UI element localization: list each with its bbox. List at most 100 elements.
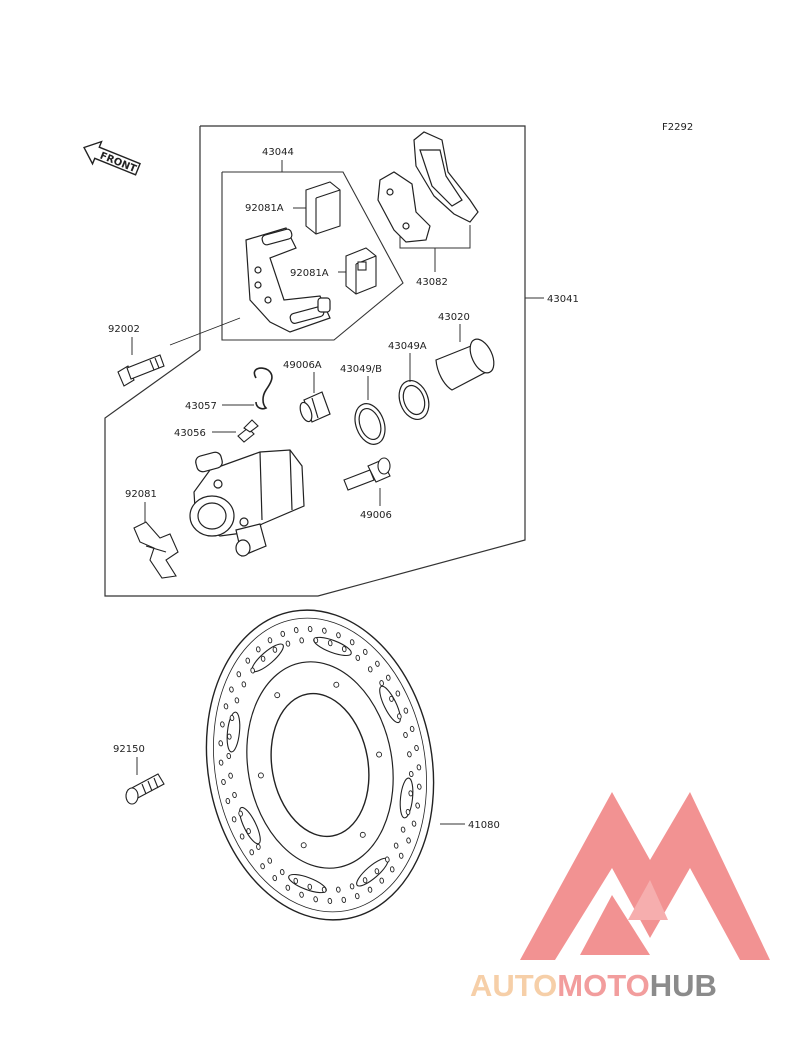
disc-hole xyxy=(250,667,255,674)
disc-hole xyxy=(416,764,422,771)
disc-hole xyxy=(246,828,251,835)
disc-slot xyxy=(399,777,414,819)
holder-outline xyxy=(221,171,404,341)
disc-hole xyxy=(267,637,273,644)
disc-hole xyxy=(349,639,355,646)
disc-hole xyxy=(267,857,273,864)
label-92150: 92150 xyxy=(113,744,145,755)
disc-mount-hole xyxy=(274,692,281,699)
disc-hole xyxy=(393,842,399,849)
disc-hole xyxy=(238,810,243,817)
disc-hole xyxy=(355,654,361,661)
label-49006: 49006 xyxy=(360,510,392,521)
disc-hole xyxy=(293,877,299,884)
disc-hole xyxy=(367,886,373,893)
disc-hole xyxy=(408,790,413,797)
disc-hole xyxy=(245,657,251,664)
disc-hole xyxy=(260,655,266,662)
disc-hole xyxy=(362,648,368,655)
disc-hole xyxy=(389,866,395,873)
piston-icon xyxy=(435,338,495,391)
disc-hole xyxy=(272,646,278,653)
disc-hole xyxy=(220,721,225,728)
disc-hole xyxy=(389,695,394,702)
disc-hole xyxy=(416,783,422,790)
brake-pad-inner-icon xyxy=(413,131,479,223)
disc-hole xyxy=(313,896,318,903)
disc-hole xyxy=(321,886,327,893)
disc-hole xyxy=(400,826,406,833)
disc-hole xyxy=(322,627,327,634)
boot-49006a-icon xyxy=(299,391,331,423)
label-43082: 43082 xyxy=(416,277,448,288)
label-43049a: 43049A xyxy=(388,341,427,352)
disc-hole xyxy=(307,883,313,890)
disc-hole xyxy=(367,666,373,673)
label-92081a-upper: 92081A xyxy=(245,203,284,214)
disc-hole xyxy=(293,627,299,634)
slide-pin-icon xyxy=(343,457,391,491)
disc-mount-hole xyxy=(333,681,340,688)
label-43020: 43020 xyxy=(438,312,470,323)
disc-hole xyxy=(403,707,409,714)
pin-boot-upper-icon xyxy=(305,181,341,235)
label-92002: 92002 xyxy=(108,324,140,335)
spring-clip-icon xyxy=(133,521,179,579)
bleeder-valve-icon xyxy=(237,419,259,443)
disc-hole xyxy=(411,820,417,827)
brake-disc-icon xyxy=(205,609,435,921)
disc-hole xyxy=(280,630,286,637)
disc-hole xyxy=(341,896,347,903)
disc-hole xyxy=(260,863,265,870)
disc-hole xyxy=(354,893,360,900)
disc-hole xyxy=(229,714,235,721)
disc-slot xyxy=(239,806,261,845)
seal-43049a-icon xyxy=(398,380,430,420)
disc-hole xyxy=(403,731,408,739)
bolt-92002-icon xyxy=(117,317,241,387)
disc-hole xyxy=(349,883,355,890)
disc-hole xyxy=(313,637,319,644)
front-arrow-icon: FRONT xyxy=(83,140,141,176)
disc-hole xyxy=(299,891,304,898)
disc-hole xyxy=(405,809,411,816)
disc-slot xyxy=(226,711,241,753)
label-92081a-lower: 92081A xyxy=(290,268,329,279)
disc-hole xyxy=(327,897,333,904)
logo-text: AUTOMOTOHUB xyxy=(470,968,717,1003)
disc-hole xyxy=(395,690,401,697)
disc-hole xyxy=(406,837,411,844)
label-41080: 41080 xyxy=(468,820,500,831)
logo-part-moto: MOTO xyxy=(557,968,649,1003)
disc-hole xyxy=(336,632,341,639)
caliper-assembly-outline xyxy=(104,125,526,597)
disc-hole xyxy=(341,646,347,653)
brake-pad-outer-icon xyxy=(377,171,431,243)
disc-mount-hole xyxy=(376,751,383,758)
disc-hole xyxy=(374,868,380,875)
disc-hole xyxy=(299,637,304,644)
disc-hole xyxy=(218,740,224,747)
label-43057: 43057 xyxy=(185,401,217,412)
disc-hole xyxy=(225,798,231,805)
disc-hole xyxy=(307,626,313,633)
disc-hole xyxy=(379,680,384,687)
disc-hole xyxy=(228,772,233,779)
logo-part-auto: AUTO xyxy=(470,968,557,1003)
disc-slot xyxy=(379,685,401,724)
disc-hole xyxy=(236,671,242,678)
disc-hole xyxy=(256,843,261,850)
disc-hole xyxy=(231,816,237,823)
label-43049b: 43049/B xyxy=(340,364,382,375)
disc-hole xyxy=(256,646,261,653)
disc-hole xyxy=(414,744,419,752)
disc-hole xyxy=(227,733,232,740)
disc-hole xyxy=(362,877,368,884)
disc-hole xyxy=(407,751,412,758)
disc-hole xyxy=(375,660,380,667)
disc-hole xyxy=(327,640,333,647)
disc-hole xyxy=(285,640,291,647)
disc-hole xyxy=(249,849,254,856)
disc-hole xyxy=(408,770,414,778)
